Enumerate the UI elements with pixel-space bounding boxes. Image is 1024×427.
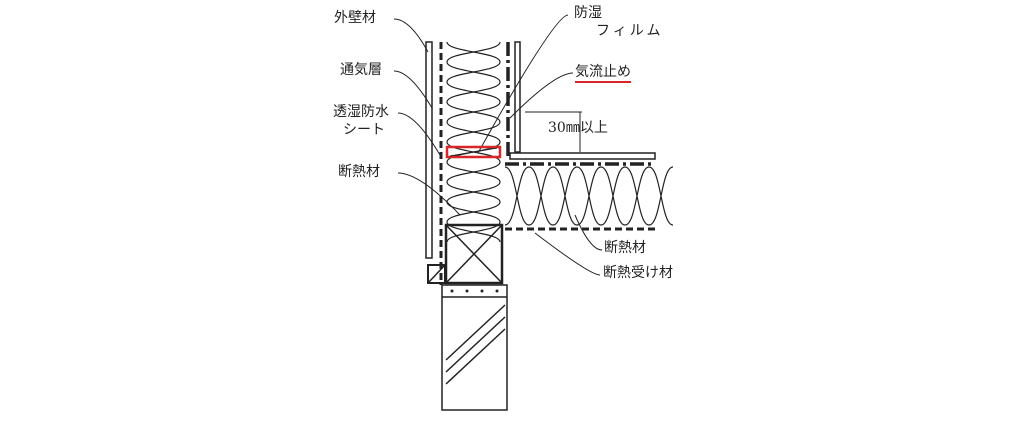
insulation-loop: [446, 41, 501, 63]
insulation-loop: [446, 81, 501, 103]
insulation-loop: [528, 166, 554, 226]
label-dimension: 30㎜以上: [548, 120, 608, 136]
small-block: [427, 264, 446, 284]
insulation-loop: [624, 166, 650, 226]
insulation-loop: [648, 166, 674, 226]
floor-insulation: [504, 166, 674, 226]
insulation-loop: [504, 166, 530, 226]
sill-block: [444, 223, 504, 285]
insulation-loop: [446, 201, 501, 223]
label-insulation-support: 断熱受け材: [603, 265, 673, 281]
insulation-loop: [446, 101, 501, 123]
interior-wall-board: [514, 41, 521, 153]
insulation-loop: [446, 181, 501, 203]
foundation: [441, 284, 508, 411]
label-wall-insulation: 断熱材: [338, 164, 380, 180]
insulation-loop: [446, 121, 501, 143]
label-air-layer: 通気層: [340, 62, 382, 78]
insulation-loop: [446, 61, 501, 83]
exterior-wall-board: [425, 41, 433, 259]
wall-insulation: [446, 41, 501, 243]
insulation-loop: [600, 166, 626, 226]
floor-board: [509, 152, 656, 160]
label-air-stop: 気流止め: [575, 64, 631, 83]
insulation-loop: [446, 161, 501, 183]
insulation-loop: [552, 166, 578, 226]
insulation-loop: [576, 166, 602, 226]
label-vapor-film: 防湿: [574, 5, 602, 21]
air-stop-highlight: [445, 145, 502, 159]
label-floor-insulation: 断熱材: [604, 240, 646, 256]
label-exterior-wall: 外壁材: [334, 10, 376, 26]
label-vapor-film-2: フィルム: [596, 23, 664, 39]
label-breathable-sheet: 透湿防水: [333, 104, 389, 120]
label-breathable-sheet-2: シート: [343, 122, 385, 138]
